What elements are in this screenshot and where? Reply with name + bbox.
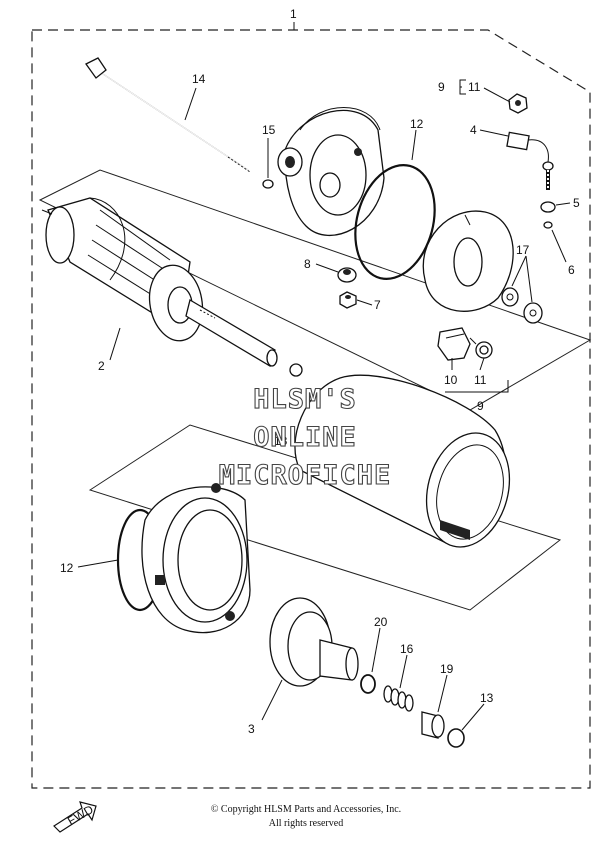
leader-lines xyxy=(77,79,571,731)
brush-holder-part xyxy=(437,327,471,361)
callout-9-bottom: 9 xyxy=(477,399,484,413)
callout-3: 3 xyxy=(248,722,255,736)
callout-5: 5 xyxy=(573,196,580,210)
callout-11-bottom: 11 xyxy=(474,373,487,387)
collar-part-19 xyxy=(421,711,445,739)
callout-8: 8 xyxy=(304,257,311,271)
watermark-line-2: ONLINE xyxy=(253,422,357,453)
gasket-ring-top xyxy=(354,164,436,280)
front-cover-part xyxy=(141,483,251,634)
callout-10: 10 xyxy=(444,373,458,387)
washer-part-5 xyxy=(540,201,556,213)
bracket-9-bottom xyxy=(445,380,509,393)
armature-part xyxy=(41,197,278,367)
callout-13: 13 xyxy=(480,691,494,705)
yoke-housing-part xyxy=(294,374,511,548)
through-bolt-part xyxy=(85,57,251,173)
callout-1: 1 xyxy=(290,7,297,21)
circlip-part-13 xyxy=(447,728,465,748)
lower-plane-outline xyxy=(88,424,562,611)
callout-4: 4 xyxy=(470,123,477,137)
callout-18: 18 xyxy=(274,434,288,448)
upper-plane-outline xyxy=(38,169,592,411)
nut-part-11-top xyxy=(508,93,528,114)
callout-7: 7 xyxy=(374,298,381,312)
assembly-boundary xyxy=(31,29,591,789)
watermark-line-3: MICROFICHE xyxy=(219,460,392,491)
callout-20: 20 xyxy=(374,615,388,629)
rights-text: All rights reserved xyxy=(268,818,344,829)
rear-cover-part xyxy=(277,107,385,237)
o-ring-part-6 xyxy=(543,221,553,229)
callout-2: 2 xyxy=(98,359,105,373)
callout-9-top: 9 xyxy=(438,80,445,94)
spring-part-16 xyxy=(383,685,414,712)
nut-part-8 xyxy=(337,267,357,283)
small-ring-near-yoke xyxy=(289,363,303,377)
nut-part-7 xyxy=(339,291,357,309)
washer-part-20 xyxy=(360,674,376,694)
callout-14: 14 xyxy=(192,72,206,86)
callout-15: 15 xyxy=(262,123,276,137)
callout-17: 17 xyxy=(516,243,530,257)
brush-spring-part xyxy=(469,337,493,359)
callout-11-top: 11 xyxy=(468,80,481,94)
pinion-clutch-part xyxy=(269,597,359,687)
brush-lead-part xyxy=(506,131,554,190)
copyright-text: © Copyright HLSM Parts and Accessories, … xyxy=(210,804,402,815)
callout-6: 6 xyxy=(568,263,575,277)
o-ring-part-15 xyxy=(262,179,274,189)
callout-12-left: 12 xyxy=(60,561,74,575)
watermark-line-1: HLSM'S xyxy=(253,384,357,415)
callout-16: 16 xyxy=(400,642,414,656)
callout-19: 19 xyxy=(440,662,454,676)
callout-12-top: 12 xyxy=(410,117,424,131)
brush-plate-part xyxy=(422,210,514,312)
